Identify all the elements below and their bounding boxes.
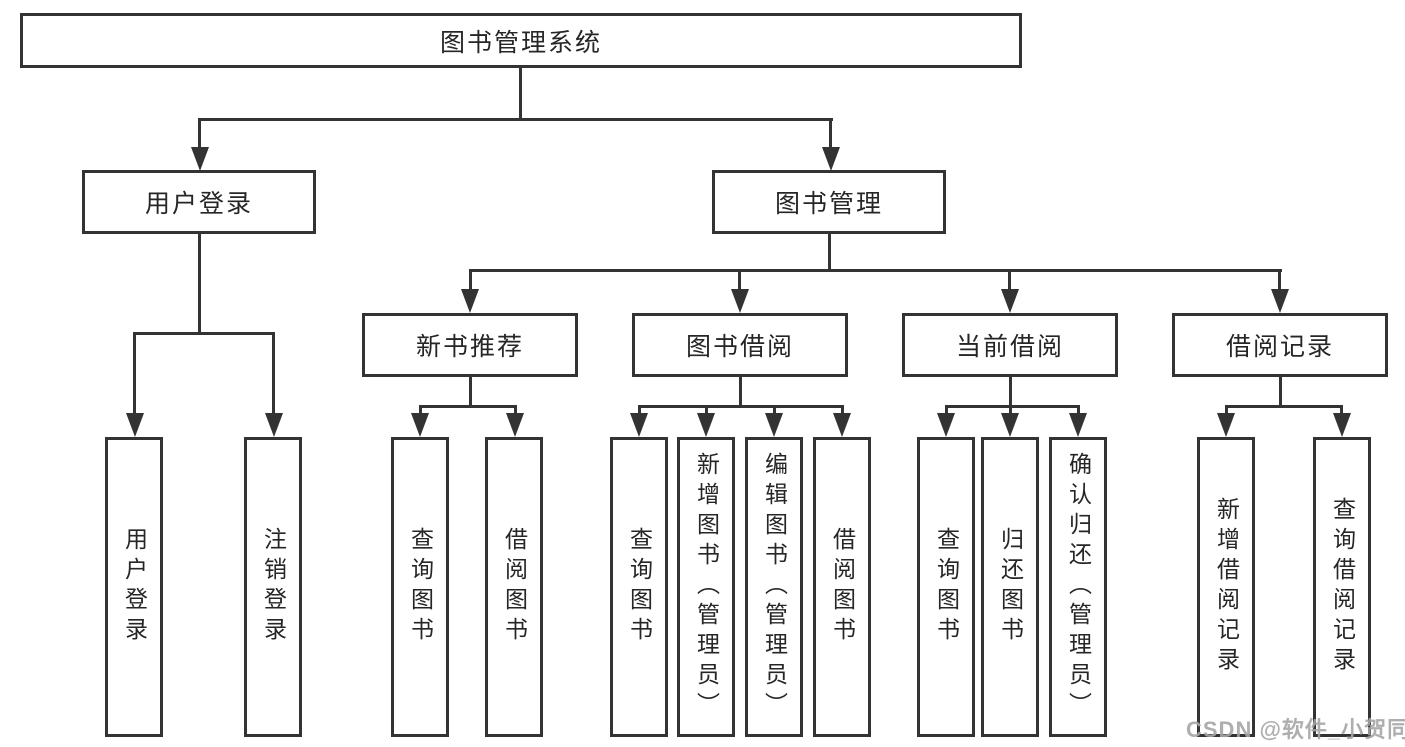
connector-drop-borrow-records	[1278, 269, 1281, 293]
node-borrowing-records: 借阅记录	[1172, 313, 1388, 377]
arrow-down-icon	[1333, 413, 1351, 437]
leaf-label: 新增借阅记录	[1213, 497, 1240, 677]
connector-book-borrow-rail	[638, 405, 844, 408]
connector-user-login-rail	[133, 332, 275, 335]
arrow-down-icon	[506, 413, 524, 437]
leaf-borrow-add-books-admin: 新增图书（管理员）	[677, 437, 735, 737]
connector-drop-leaf-logout	[272, 332, 275, 416]
leaf-label: 借阅图书	[829, 527, 856, 647]
leaf-label: 借阅图书	[501, 527, 528, 647]
node-label: 借阅记录	[1225, 333, 1334, 361]
node-label: 图书借阅	[685, 333, 794, 361]
connector-drop	[945, 405, 948, 417]
leaf-borrow-edit-books-admin: 编辑图书（管理员）	[745, 437, 803, 737]
arrow-down-icon	[1271, 289, 1289, 313]
leaf-label: 查询图书	[626, 527, 653, 647]
arrow-down-icon	[630, 413, 648, 437]
node-new-book-recommend: 新书推荐	[362, 313, 578, 377]
connector-drop	[773, 405, 776, 417]
arrow-down-icon	[265, 413, 283, 437]
node-book-borrowing: 图书借阅	[632, 313, 848, 377]
arrow-down-icon	[126, 413, 144, 437]
leaf-records-add-borrow-record: 新增借阅记录	[1197, 437, 1255, 737]
arrow-down-icon	[191, 147, 209, 171]
leaf-label: 注销登录	[260, 527, 287, 647]
node-label: 当前借阅	[955, 333, 1064, 361]
connector-root-stem	[519, 68, 522, 121]
connector-drop-leaf-user-login	[133, 332, 136, 416]
leaf-newbook-query-books: 查询图书	[391, 437, 449, 737]
leaf-label: 查询图书	[407, 527, 434, 647]
leaf-logout: 注销登录	[244, 437, 302, 737]
connector-user-login-stem	[198, 234, 201, 335]
node-book-management: 图书管理	[712, 170, 946, 234]
connector-drop	[638, 405, 641, 417]
csdn-watermark: CSDN @软件_小贺同学	[1186, 717, 1405, 742]
connector-borrow-records-rail	[1225, 405, 1343, 408]
node-label: 图书管理系统	[439, 28, 602, 57]
arrow-down-icon	[765, 413, 783, 437]
connector-drop-new-books	[469, 269, 472, 293]
arrow-down-icon	[1217, 413, 1235, 437]
connector-new-books-stem	[469, 377, 472, 408]
node-current-borrowing: 当前借阅	[902, 313, 1118, 377]
connector-drop-book-borrow	[738, 269, 741, 293]
leaf-current-confirm-return-admin: 确认归还（管理员）	[1049, 437, 1107, 737]
leaf-newbook-borrow-books: 借阅图书	[485, 437, 543, 737]
connector-drop	[1077, 405, 1080, 417]
connector-drop	[514, 405, 517, 417]
node-label: 用户登录	[144, 190, 253, 218]
leaf-current-query-books: 查询图书	[917, 437, 975, 737]
connector-current-borrow-stem	[1009, 377, 1012, 408]
leaf-label: 归还图书	[997, 527, 1024, 647]
connector-level2-rail	[198, 118, 833, 121]
arrow-down-icon	[937, 413, 955, 437]
leaf-borrow-query-books: 查询图书	[610, 437, 668, 737]
connector-current-borrow-rail	[945, 405, 1080, 408]
arrow-down-icon	[822, 147, 840, 171]
leaf-label: 确认归还（管理员）	[1065, 452, 1092, 722]
leaf-label: 编辑图书（管理员）	[761, 452, 788, 722]
arrow-down-icon	[697, 413, 715, 437]
node-library-management-system: 图书管理系统	[20, 13, 1022, 68]
arrow-down-icon	[1001, 413, 1019, 437]
connector-new-books-rail	[419, 405, 517, 408]
leaf-user-login: 用户登录	[105, 437, 163, 737]
connector-borrow-records-stem	[1279, 377, 1282, 408]
connector-drop	[841, 405, 844, 417]
leaf-borrow-borrow-books: 借阅图书	[813, 437, 871, 737]
connector-book-borrow-stem	[739, 377, 742, 408]
connector-drop-book-mgmt	[829, 118, 832, 150]
arrow-down-icon	[1069, 413, 1087, 437]
connector-drop-current-borrow	[1008, 269, 1011, 293]
leaf-label: 新增图书（管理员）	[693, 452, 720, 722]
connector-drop	[1225, 405, 1228, 417]
connector-drop	[1009, 405, 1012, 417]
arrow-down-icon	[411, 413, 429, 437]
leaf-records-query-borrow-record: 查询借阅记录	[1313, 437, 1371, 737]
connector-drop	[419, 405, 422, 417]
connector-book-mgmt-stem	[828, 234, 831, 272]
leaf-current-return-books: 归还图书	[981, 437, 1039, 737]
leaf-label: 查询图书	[933, 527, 960, 647]
arrow-down-icon	[1001, 289, 1019, 313]
arrow-down-icon	[731, 289, 749, 313]
node-user-login: 用户登录	[82, 170, 316, 234]
connector-drop	[705, 405, 708, 417]
leaf-label: 用户登录	[121, 527, 148, 647]
node-label: 新书推荐	[415, 333, 524, 361]
leaf-label: 查询借阅记录	[1329, 497, 1356, 677]
connector-drop	[1340, 405, 1343, 417]
arrow-down-icon	[833, 413, 851, 437]
arrow-down-icon	[461, 289, 479, 313]
connector-level3-rail	[469, 269, 1282, 272]
connector-drop-user-login	[198, 118, 201, 150]
node-label: 图书管理	[774, 190, 883, 218]
